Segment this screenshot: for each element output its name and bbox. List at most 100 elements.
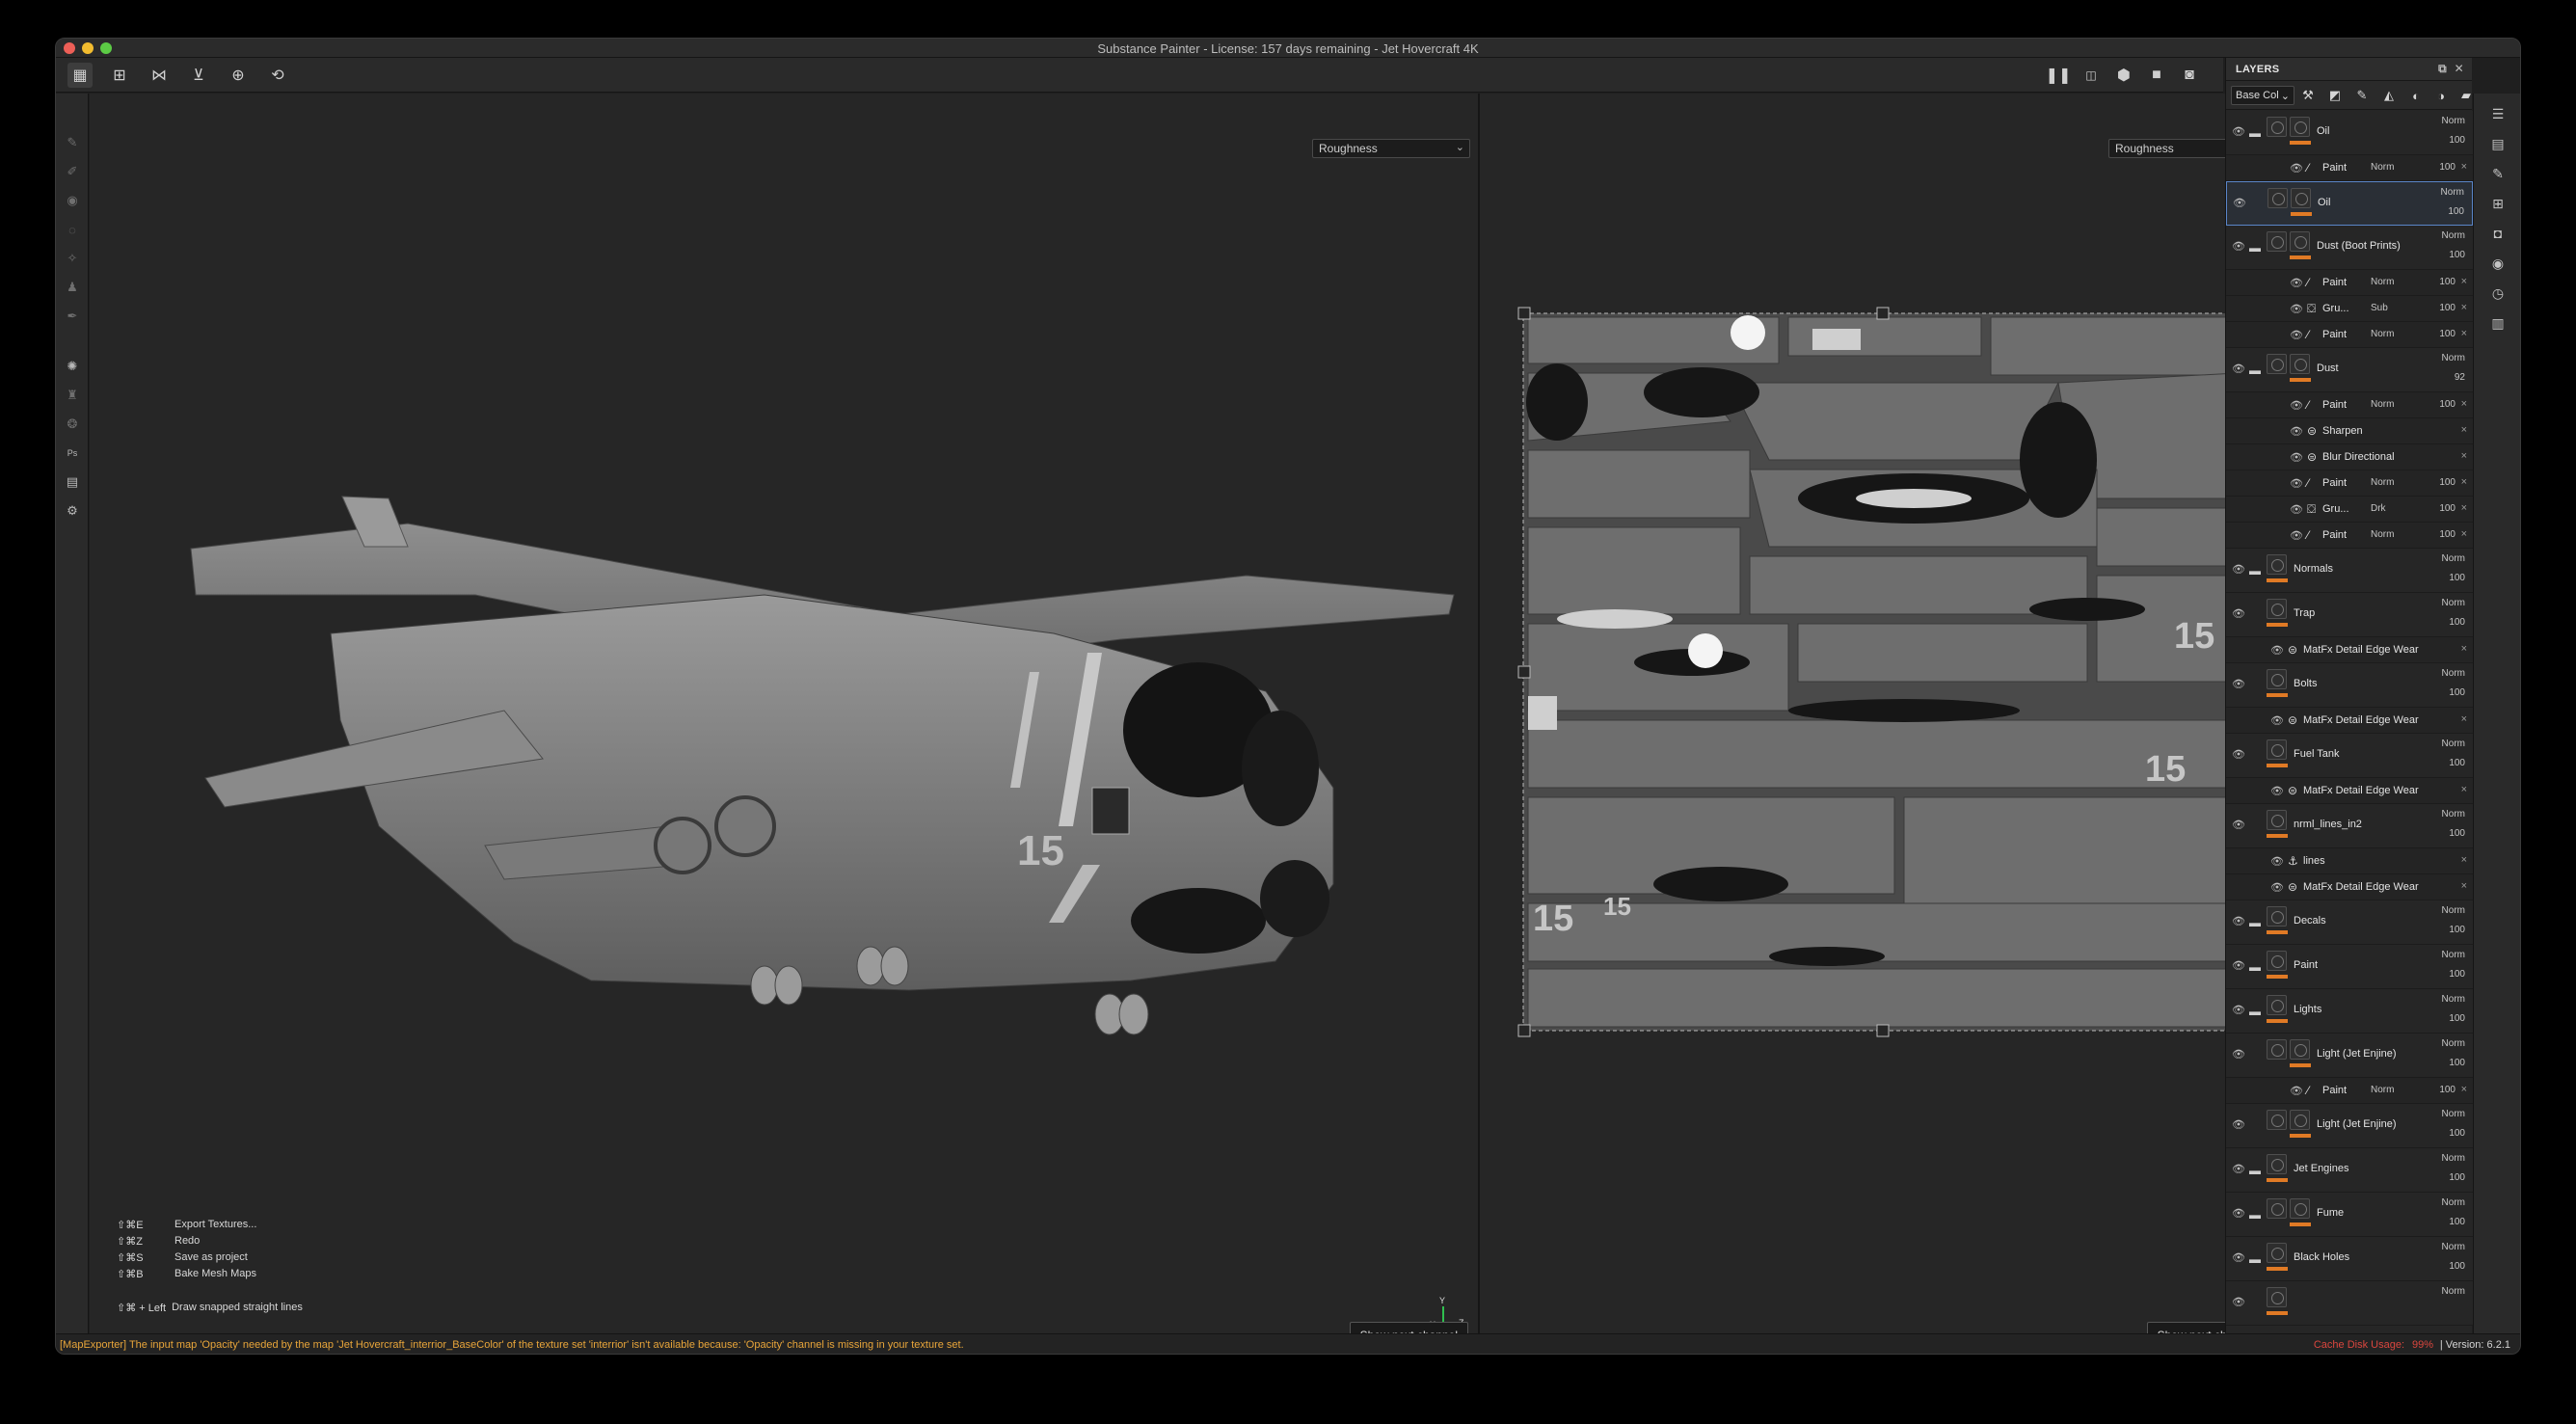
blend-mode-select[interactable]: Norm (2441, 553, 2465, 564)
blend-mode-select[interactable]: Norm (2441, 950, 2465, 960)
blend-mode-select[interactable]: Norm (2440, 187, 2464, 198)
blend-mode-select[interactable]: Norm (2441, 1153, 2465, 1164)
history-icon[interactable]: ⟲ (271, 67, 284, 84)
eye-icon[interactable]: 👁 (2232, 1208, 2245, 1220)
eye-icon[interactable]: 👁 (2290, 504, 2303, 516)
eye-icon[interactable]: 👁 (2232, 363, 2245, 375)
eye-icon[interactable]: 👁 (2233, 198, 2246, 209)
remove-effect-icon[interactable]: × (2460, 276, 2467, 287)
remove-effect-icon[interactable]: × (2460, 1084, 2467, 1095)
blend-mode-select[interactable]: Norm (2441, 1242, 2465, 1252)
shader-settings-icon[interactable]: ◉ (2491, 255, 2505, 271)
float-panel-icon[interactable]: ⧉ (2438, 62, 2447, 75)
close-panel-icon[interactable]: ✕ (2454, 62, 2464, 75)
grid-icon[interactable]: ▦ (67, 63, 93, 88)
eye-icon[interactable]: 👁 (2232, 241, 2245, 253)
blend-mode-select[interactable]: Norm (2441, 905, 2465, 916)
remove-effect-icon[interactable]: × (2460, 476, 2467, 488)
opacity-value[interactable]: 100 (2449, 1128, 2465, 1139)
remove-effect-icon[interactable]: × (2460, 302, 2467, 313)
opacity-value[interactable]: 100 (2449, 969, 2465, 980)
remove-effect-icon[interactable]: × (2460, 328, 2467, 339)
blend-mode-select[interactable]: Norm (2441, 353, 2465, 363)
eye-icon[interactable]: 👁 (2290, 304, 2303, 315)
blend-mode-select[interactable]: Norm (2441, 1286, 2465, 1297)
bake-tool-icon[interactable]: ♜ (67, 388, 78, 402)
eye-icon[interactable]: 👁 (2232, 564, 2245, 576)
folder-icon[interactable]: ▬ (2249, 125, 2261, 140)
eye-icon[interactable]: 👁 (2270, 715, 2284, 727)
photoshop-icon[interactable]: Ps (67, 448, 78, 458)
opacity-value[interactable]: 100 (2449, 1013, 2465, 1024)
viewport-3d[interactable]: Roughness ⌄ (90, 94, 1478, 1354)
blend-mode-select[interactable]: Norm (2441, 809, 2465, 819)
uv-grid-icon[interactable]: ⊞ (2492, 195, 2504, 211)
effect-row[interactable]: 👁⊜MatFx Detail Edge Wear× (2226, 708, 2473, 734)
effect-row[interactable]: 👁⚓lines× (2226, 848, 2473, 874)
effect-opacity[interactable]: 100 (2439, 303, 2455, 313)
effect-opacity[interactable]: 100 (2439, 477, 2455, 488)
folder-icon[interactable]: ▬ (2249, 563, 2261, 578)
eye-icon[interactable]: 👁 (2232, 1164, 2245, 1175)
blend-mode-select[interactable]: Norm (2441, 668, 2465, 679)
effect-blend-select[interactable]: Norm (2371, 1085, 2395, 1095)
effect-opacity[interactable]: 100 (2439, 529, 2455, 540)
eye-icon[interactable]: 👁 (2290, 278, 2303, 289)
remove-effect-icon[interactable]: × (2460, 880, 2467, 892)
remove-effect-icon[interactable]: × (2460, 528, 2467, 540)
folder-icon[interactable]: ▬ (2249, 363, 2261, 377)
remove-effect-icon[interactable]: × (2460, 450, 2467, 462)
effect-row[interactable]: 👁⊜Sharpen× (2226, 418, 2473, 444)
eye-icon[interactable]: 👁 (2232, 1049, 2245, 1061)
camera-video-icon[interactable]: ■ (2152, 67, 2161, 83)
remove-effect-icon[interactable]: × (2460, 424, 2467, 436)
display-settings-icon[interactable]: ◘ (2493, 226, 2503, 241)
layer-row[interactable]: 👁Norm (2226, 1281, 2473, 1326)
add-icon[interactable]: ⊕ (231, 67, 245, 84)
blend-mode-select[interactable]: Norm (2441, 1109, 2465, 1119)
clone-tool-icon[interactable]: ♟ (67, 280, 78, 294)
add-smart-material-icon[interactable]: ◐ (2412, 88, 2420, 103)
add-effect-icon[interactable]: ⚒ (2302, 88, 2314, 102)
opacity-value[interactable]: 100 (2449, 1261, 2465, 1272)
effect-blend-select[interactable]: Drk (2371, 503, 2386, 514)
blend-mode-select[interactable]: Norm (2441, 598, 2465, 608)
minimize-window-button[interactable] (82, 42, 94, 54)
opacity-value[interactable]: 100 (2449, 1172, 2465, 1183)
channel-select-3d[interactable]: Roughness ⌄ (1312, 139, 1470, 158)
opacity-value[interactable]: 100 (2449, 135, 2465, 146)
folder-icon[interactable]: ▬ (2249, 1004, 2261, 1018)
eye-icon[interactable]: 👁 (2232, 749, 2245, 761)
add-material-icon[interactable]: ◑ (2437, 88, 2445, 103)
effect-row[interactable]: 👁⊜MatFx Detail Edge Wear× (2226, 874, 2473, 900)
picker-tool-icon[interactable]: ✒ (67, 309, 78, 323)
remove-effect-icon[interactable]: × (2460, 502, 2467, 514)
texture-set-settings-icon[interactable]: ▤ (2491, 135, 2505, 151)
eye-icon[interactable]: 👁 (2232, 608, 2245, 620)
remove-effect-icon[interactable]: × (2460, 643, 2467, 655)
projection-tool-icon[interactable]: ◉ (67, 193, 78, 207)
effect-row[interactable]: 👁⊜MatFx Detail Edge Wear× (2226, 778, 2473, 804)
effect-blend-select[interactable]: Norm (2371, 329, 2395, 339)
folder-icon[interactable]: ▬ (2249, 240, 2261, 255)
symmetry-options-icon[interactable]: ⊻ (193, 67, 204, 84)
symmetry-icon[interactable]: ⋈ (151, 67, 167, 84)
eye-icon[interactable]: 👁 (2290, 426, 2303, 438)
eye-icon[interactable]: 👁 (2232, 126, 2245, 138)
eye-icon[interactable]: 👁 (2290, 400, 2303, 412)
opacity-value[interactable]: 92 (2454, 372, 2465, 383)
effect-row[interactable]: 👁⊜MatFx Detail Edge Wear× (2226, 637, 2473, 663)
add-paint-layer-icon[interactable]: ✎ (2356, 88, 2368, 102)
